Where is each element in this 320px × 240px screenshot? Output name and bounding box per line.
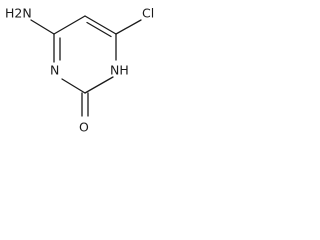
bond-amino-c4 (30, 19, 55, 35)
bond-c5-c6 (84, 15, 117, 35)
chemical-structure: H2N Cl N NH O (5, 6, 154, 135)
atom-labels: H2N Cl N NH O (5, 6, 154, 135)
bonds (30, 15, 142, 117)
bond-c5-c6-inner (86, 21, 112, 38)
ring-nh-label: NH (110, 63, 129, 78)
bond-c4-c5 (53, 15, 86, 35)
bond-c6-cl (115, 19, 142, 35)
bond-n1-c2 (84, 76, 114, 94)
chloro-label: Cl (142, 6, 154, 21)
ring-nitrogen-label: N (50, 63, 59, 78)
carbonyl-oxygen-label: O (79, 120, 89, 135)
bond-c2-n3 (61, 78, 86, 94)
amino-group-label: H2N (5, 6, 32, 21)
